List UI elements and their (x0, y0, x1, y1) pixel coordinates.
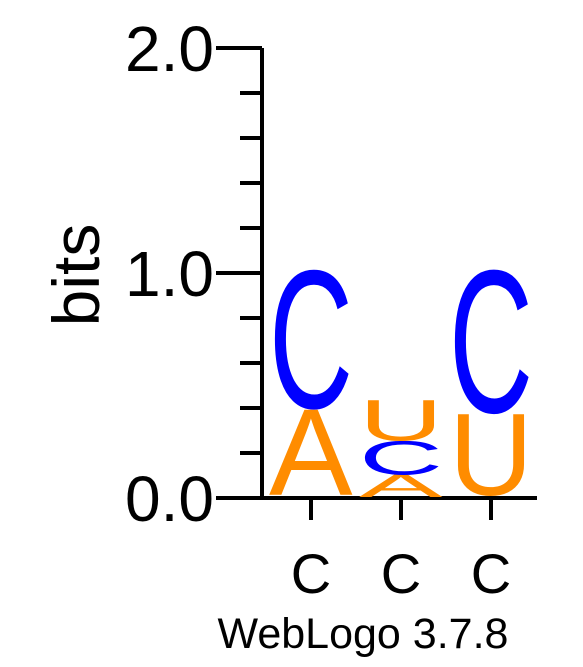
y-tick-label: 1.0 (125, 238, 214, 310)
weblogo-credit: WebLogo 3.7.8 (218, 610, 509, 658)
letter-stack: AC (269, 230, 353, 522)
x-position-label: C (291, 542, 331, 605)
logo-letter-c: C (269, 230, 353, 451)
logo-letter-a: A (269, 385, 353, 522)
y-axis: 0.0 1.0 2.0 (125, 13, 264, 535)
logo-letter-a: A (359, 468, 443, 504)
y-axis-label: bits (39, 224, 113, 327)
letter-stack: ACU (359, 388, 443, 504)
x-position-label: C (381, 542, 421, 605)
x-position-label: C (471, 542, 511, 605)
logo-letter-c: C (359, 430, 443, 485)
letter-stack: UC (449, 229, 533, 520)
y-tick-label: 0.0 (125, 463, 214, 535)
y-tick-label: 2.0 (125, 13, 214, 85)
logo-letter-u: U (359, 388, 443, 453)
logo-letter-u: U (449, 390, 533, 520)
logo-letter-c: C (449, 229, 533, 456)
